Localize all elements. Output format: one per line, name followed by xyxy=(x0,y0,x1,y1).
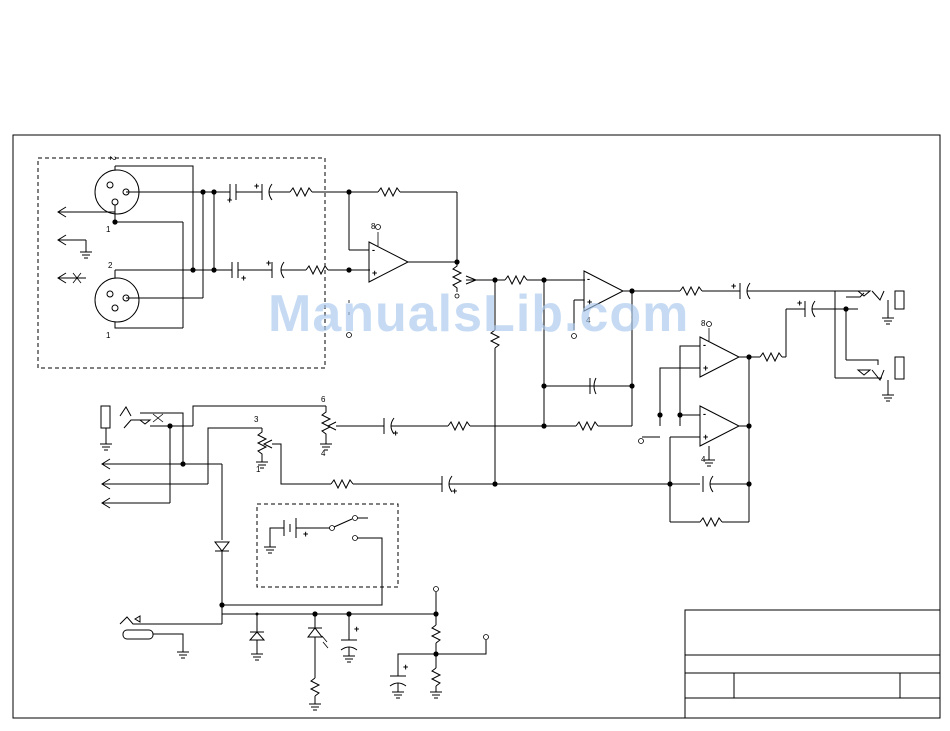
opamp-4: - + 4 xyxy=(639,406,750,522)
pin-label: 2 xyxy=(108,261,113,270)
svg-text:-: - xyxy=(703,340,706,350)
power-switch-box xyxy=(257,504,398,587)
svg-text:+: + xyxy=(354,624,359,634)
svg-text:+: + xyxy=(703,432,708,442)
svg-text:-: - xyxy=(587,274,590,284)
svg-text:+: + xyxy=(403,662,408,672)
output-jack-2 xyxy=(846,309,904,401)
aux-arrows xyxy=(102,426,222,540)
svg-text:+: + xyxy=(797,298,802,308)
svg-text:+: + xyxy=(303,529,308,539)
potentiometer-aux: 6 4 xyxy=(193,395,336,458)
output-path-2: + xyxy=(749,298,858,361)
pin-label: 3 xyxy=(254,415,259,424)
svg-text:-: - xyxy=(703,409,706,419)
pin-label: 1 xyxy=(106,225,111,234)
pin-label: 1 xyxy=(106,331,111,340)
pin-label: 2 xyxy=(108,156,117,161)
input-path-top: + + xyxy=(227,181,457,262)
potentiometer-tone: 3 1 + xyxy=(208,415,495,496)
aux-input-jack xyxy=(100,406,193,464)
svg-text:+: + xyxy=(703,363,708,373)
feedback-network xyxy=(495,426,749,526)
svg-text:+: + xyxy=(452,486,457,496)
svg-text:-: - xyxy=(372,245,375,255)
output-path: + xyxy=(680,281,882,378)
pin-label: 8 xyxy=(701,319,706,328)
pin-label: 8 xyxy=(371,222,376,231)
svg-text:+: + xyxy=(241,273,246,283)
pin-label: 1 xyxy=(256,465,261,474)
svg-text:+: + xyxy=(372,268,377,278)
aux-input-path: + xyxy=(336,418,544,438)
svg-text:+: + xyxy=(731,281,736,291)
svg-text:+: + xyxy=(227,195,232,205)
svg-text:+: + xyxy=(254,181,259,191)
title-block xyxy=(685,610,940,718)
watermark-text: ManualsLib.com xyxy=(268,285,689,343)
battery-switch: + xyxy=(222,516,382,606)
pin-label: 6 xyxy=(321,395,326,404)
input-arrows xyxy=(58,207,115,283)
svg-text:+: + xyxy=(266,258,271,268)
svg-text:+: + xyxy=(393,428,398,438)
junction-dots xyxy=(112,189,848,656)
